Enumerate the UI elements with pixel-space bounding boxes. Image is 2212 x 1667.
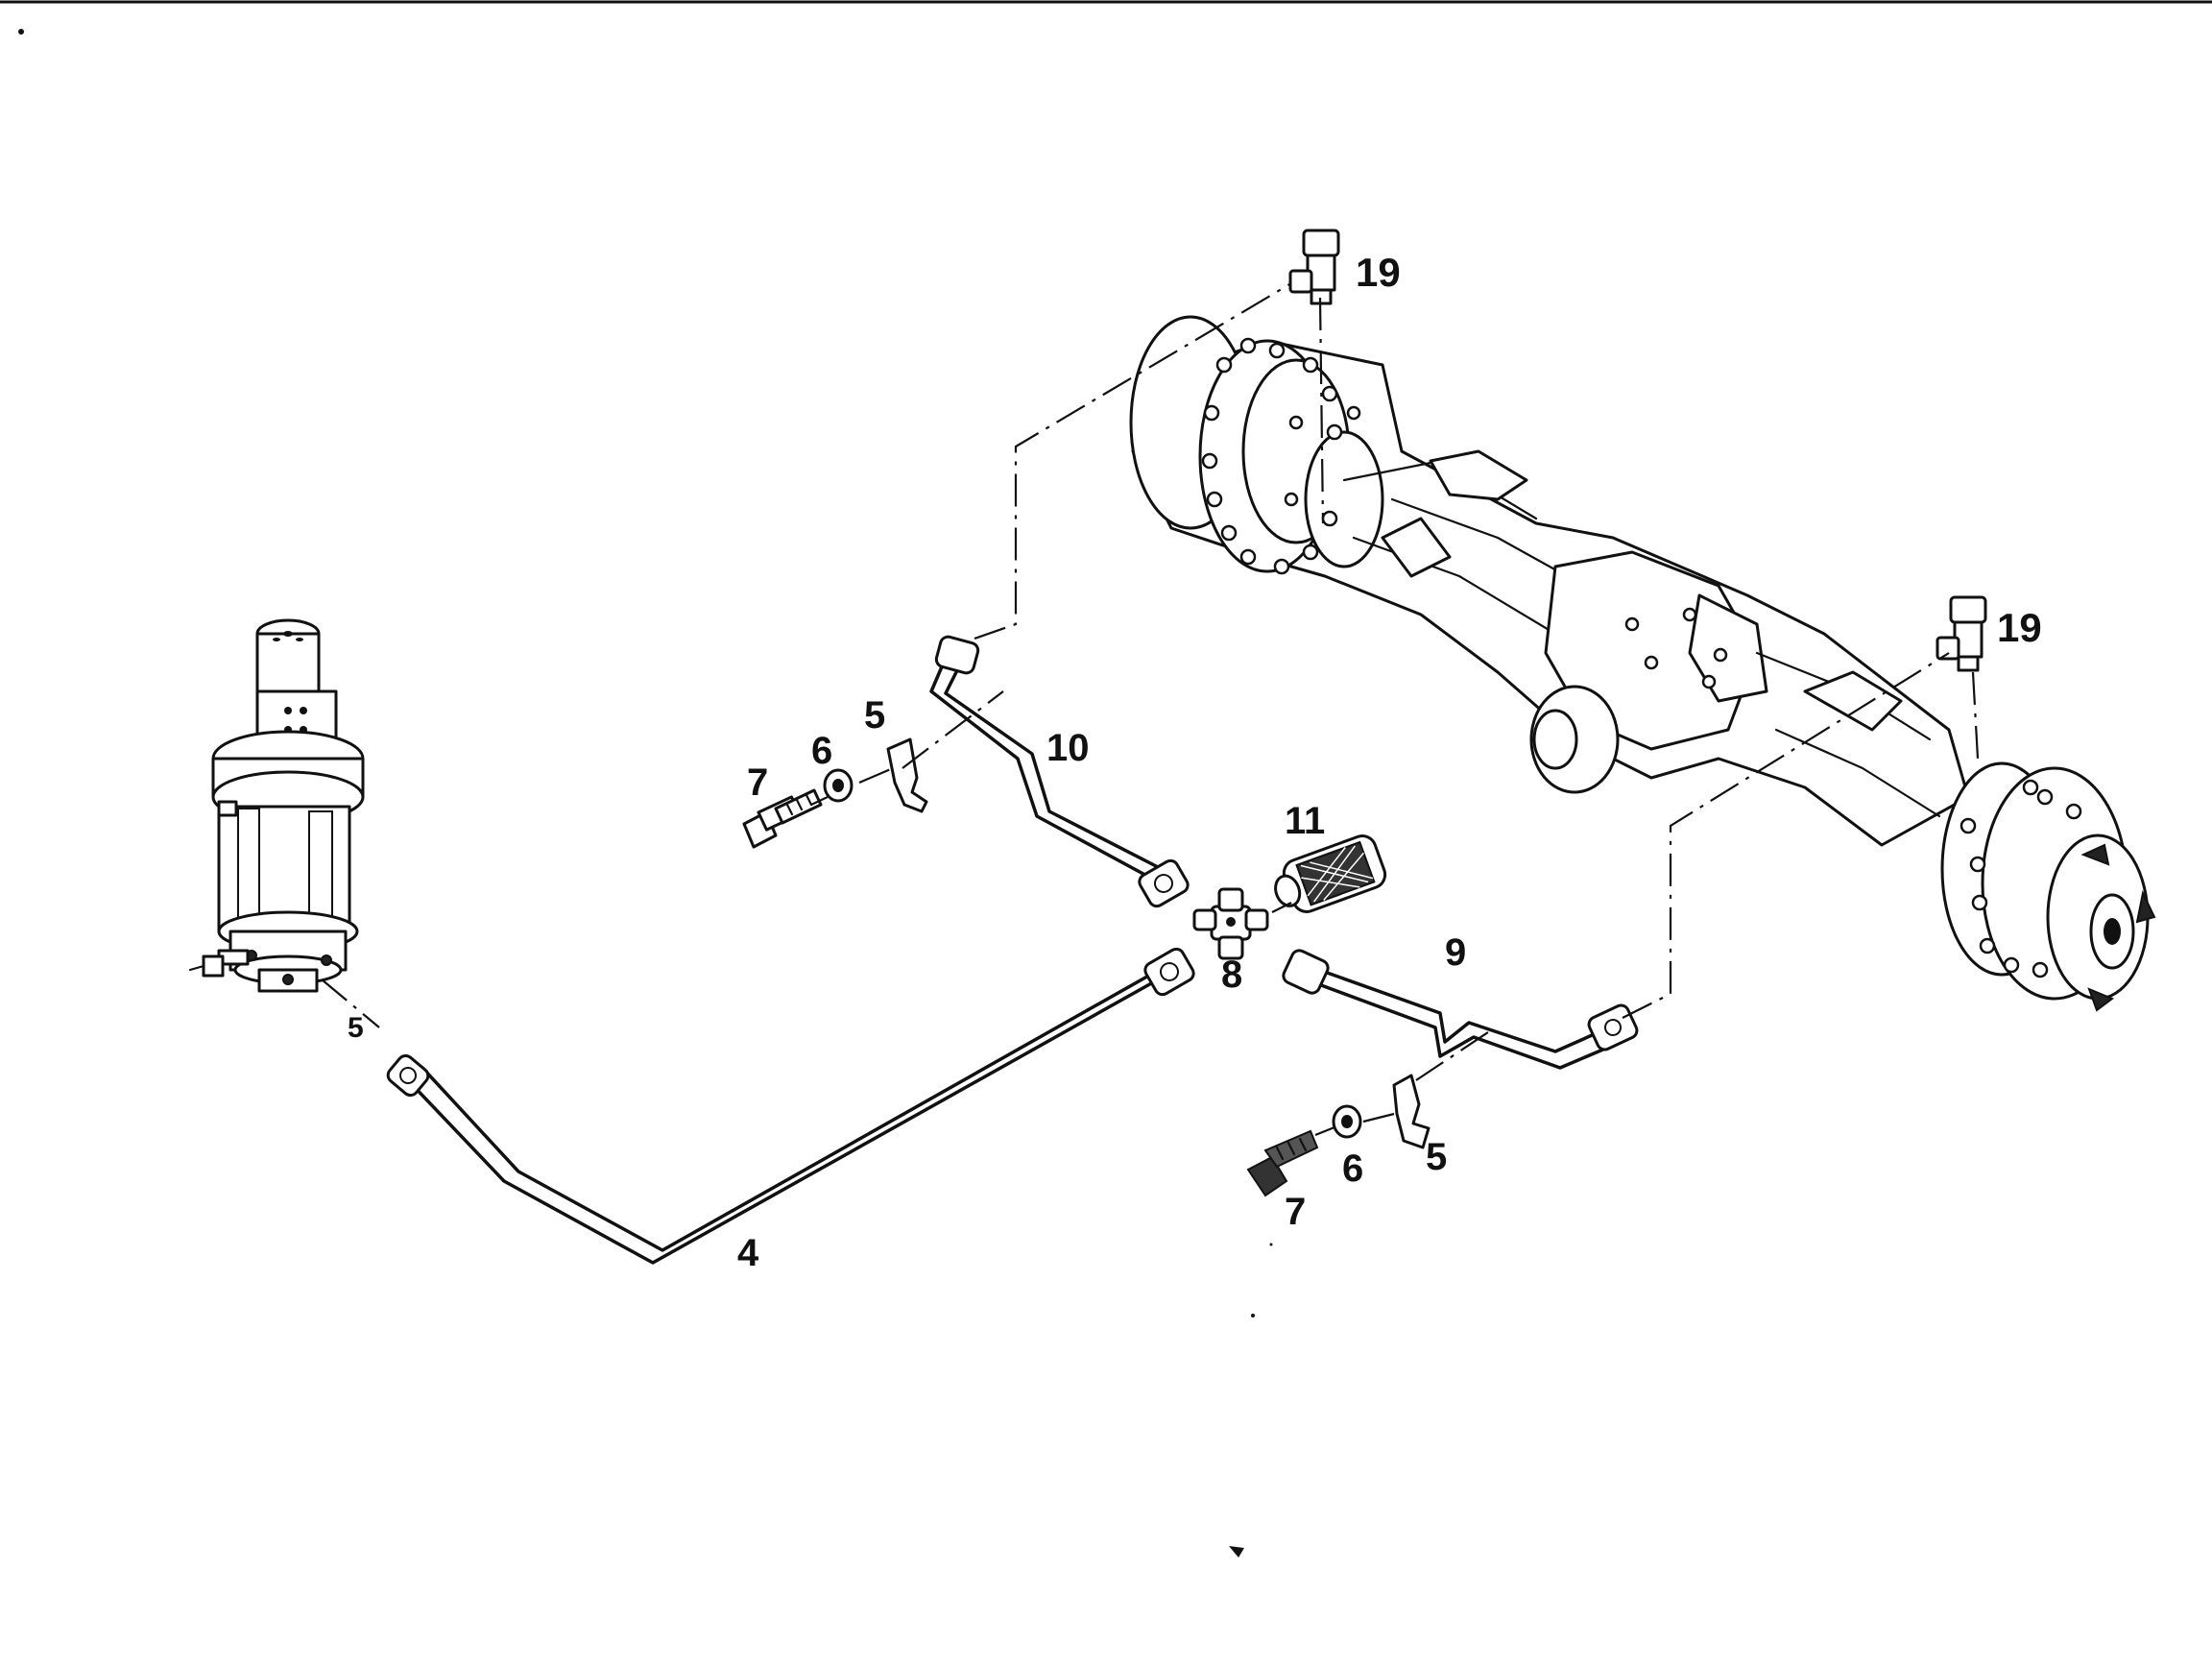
callout-7-left: 7 [747,761,768,804]
callout-19-right: 19 [1997,605,2042,650]
callout-5-lower: 5 [1426,1136,1447,1178]
axle-assembly [1129,315,2156,1012]
callout-5-left: 5 [348,1012,364,1044]
callout-11: 11 [1285,800,1325,842]
assembly-leader-lines [321,282,1980,1137]
callout-19-top: 19 [1356,250,1401,295]
washer-6-upper [823,768,854,803]
bolt-7-upper [742,788,823,849]
scan-specks [18,29,1273,1558]
breather-fitting-top [1288,229,1340,305]
callout-6-bottom: 6 [1342,1148,1363,1190]
callout-8: 8 [1221,954,1242,996]
pipe-10 [929,635,1190,908]
clamp-5-upper [886,737,928,813]
filter-11 [1274,834,1387,913]
pipe-4 [386,947,1195,1265]
callout-10: 10 [1046,727,1090,769]
callout-6-left: 6 [811,730,832,772]
callout-9: 9 [1445,931,1466,974]
callout-7-bottom: 7 [1285,1191,1306,1233]
callout-5-upper: 5 [864,694,885,737]
callout-4: 4 [737,1232,759,1274]
cross-connector-8 [1192,887,1269,960]
washer-6-lower [1332,1104,1362,1139]
clamp-5-lower [1392,1074,1431,1149]
breather-fitting-right [1936,595,1987,672]
steering-valve-unit [188,618,365,993]
bolt-7-lower [1246,1129,1319,1197]
